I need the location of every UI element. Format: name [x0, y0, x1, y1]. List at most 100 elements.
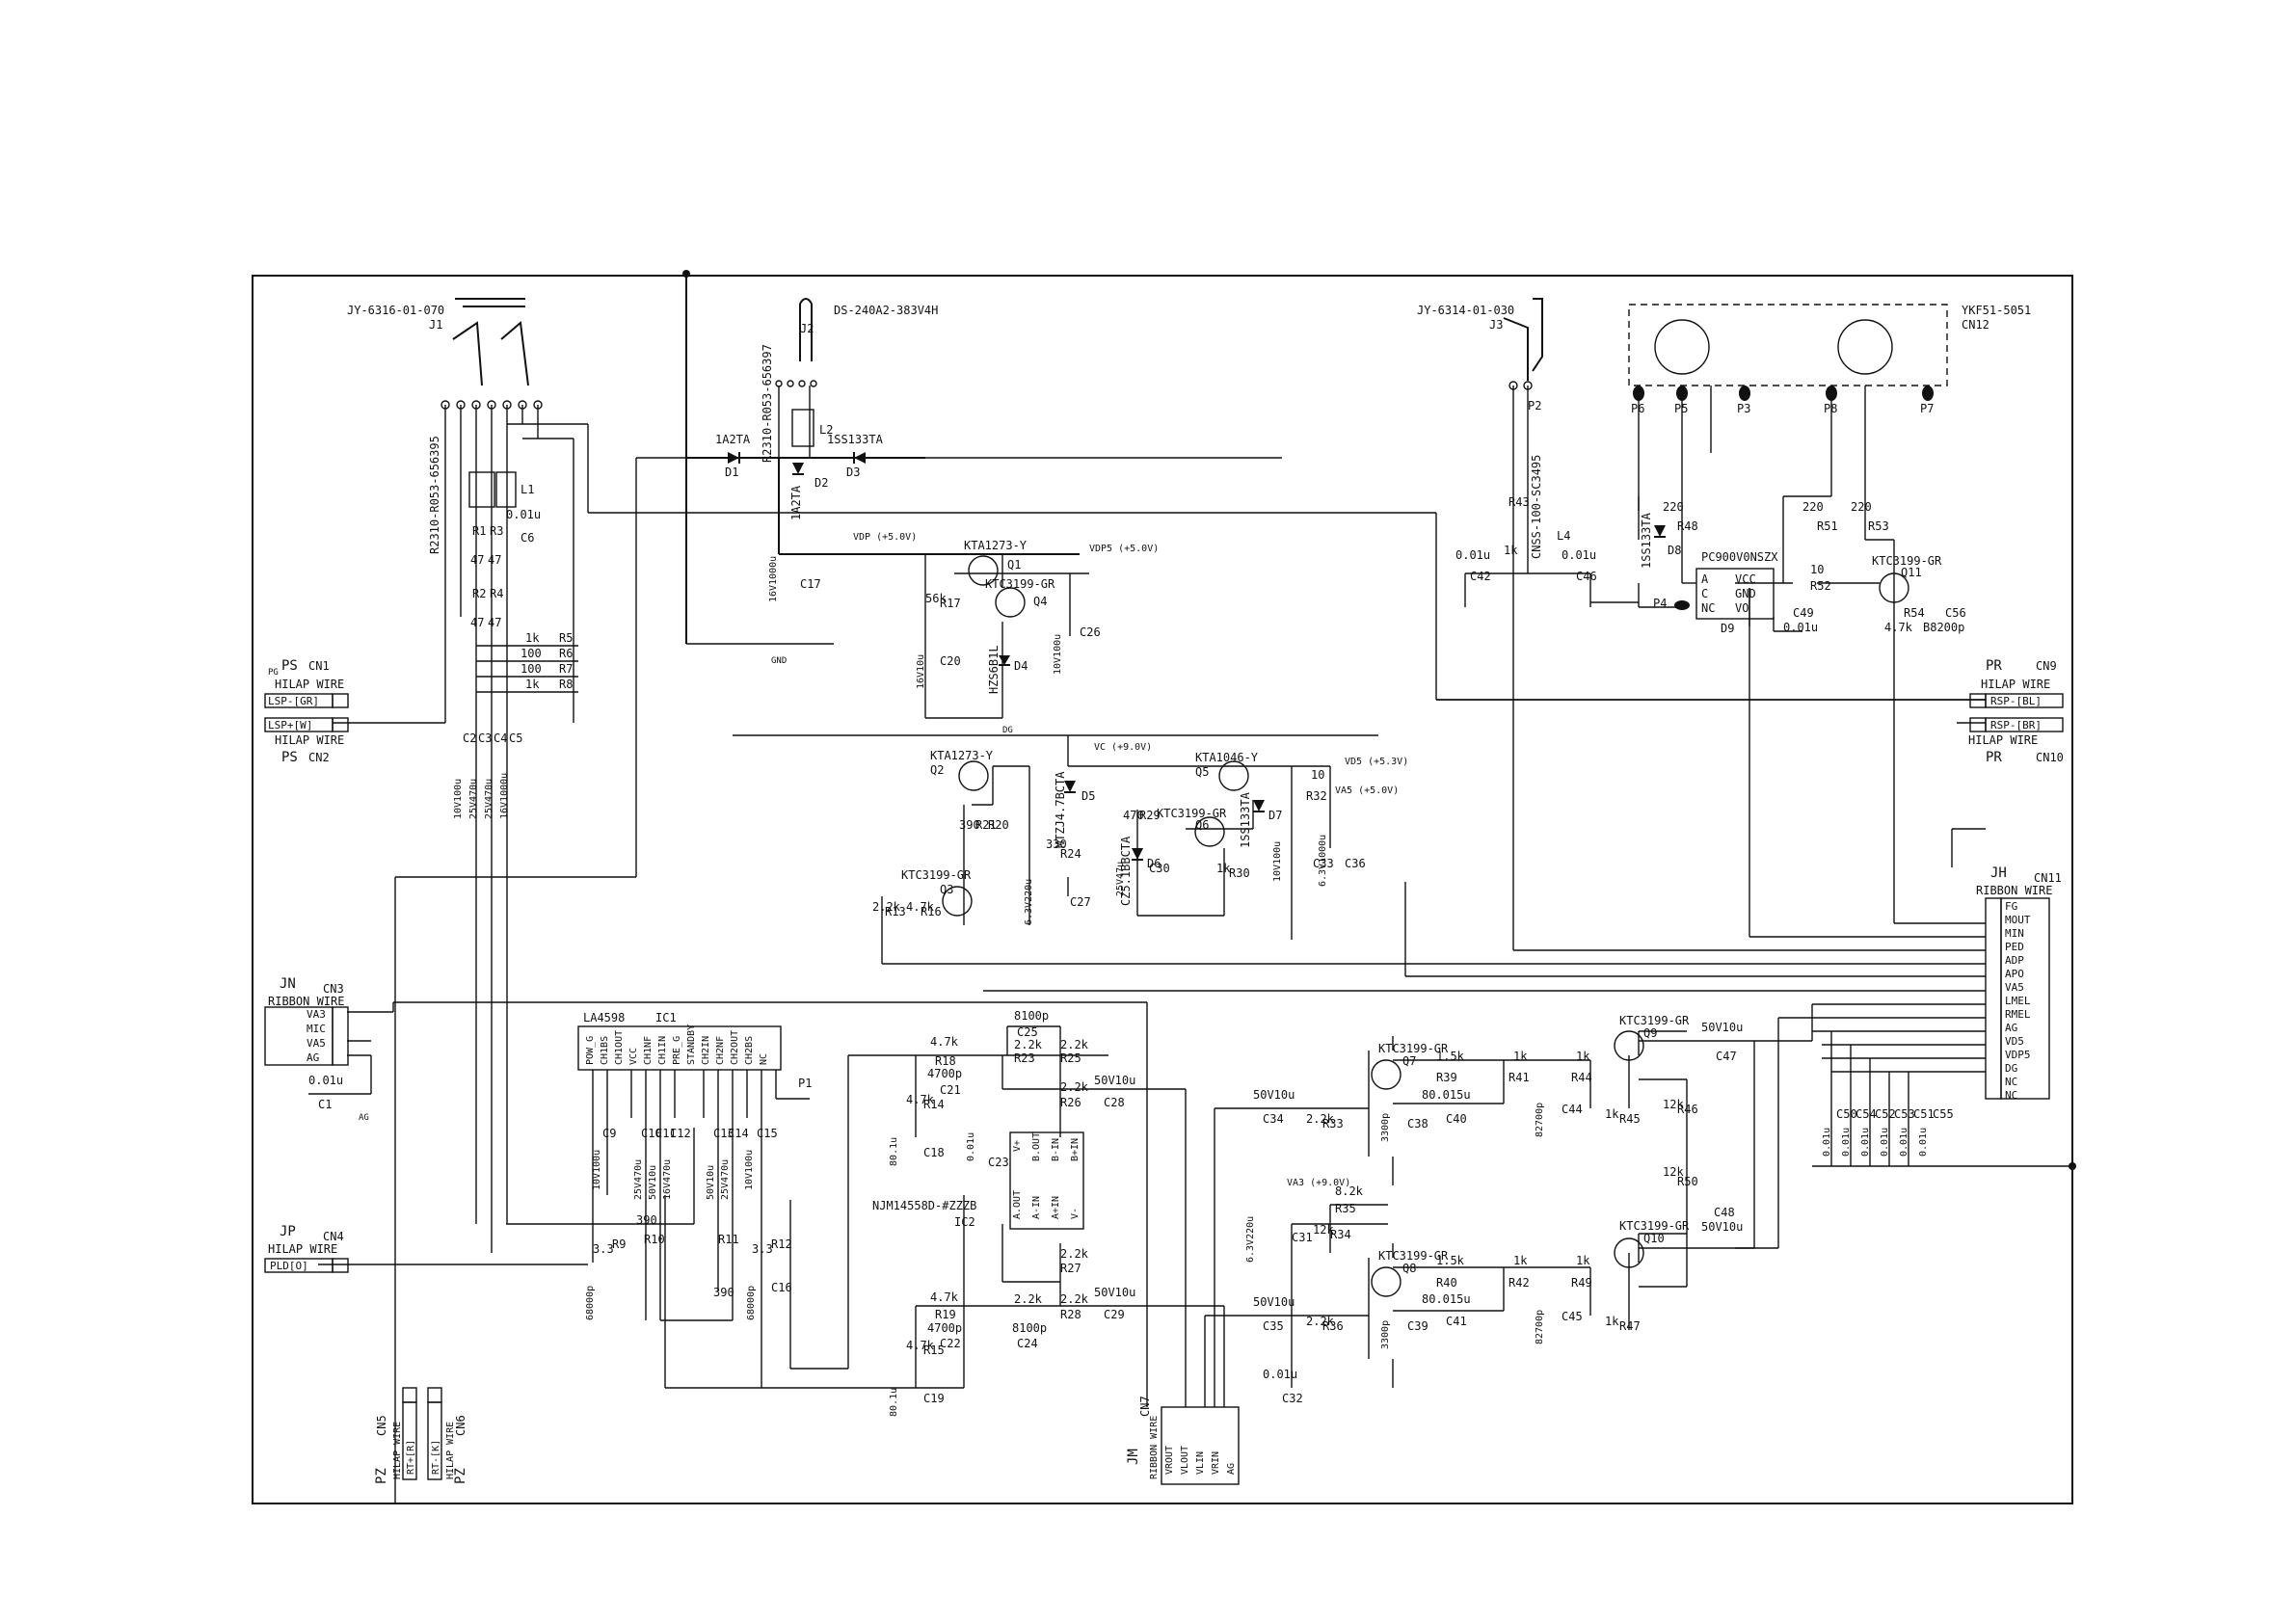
c39-val: 3300p: [1380, 1320, 1391, 1349]
c31-val: 6.3V220u: [1245, 1216, 1256, 1263]
r30-val: 1k: [1216, 862, 1231, 875]
c6: C6: [521, 531, 534, 545]
r9: R9: [612, 1237, 626, 1251]
d9-pin-a: A: [1701, 572, 1709, 586]
r40: R40: [1436, 1276, 1457, 1290]
ic2-part: NJM14558D-#ZZZB: [872, 1199, 976, 1212]
c40-val: 80.015u: [1422, 1088, 1471, 1102]
ground-dg: DG: [1002, 726, 1013, 735]
ground-pg: PG: [268, 668, 279, 678]
c3-val: 25V470u: [468, 779, 479, 819]
cn6-wire: HILAP WIRE: [445, 1422, 456, 1479]
r50-val: 12k: [1663, 1165, 1684, 1179]
r43: R43: [1508, 495, 1530, 509]
r53: R53: [1868, 519, 1889, 533]
cn4-ref: CN4: [323, 1230, 344, 1243]
c26-val: 10V100u: [1053, 634, 1063, 675]
q1-ref: Q1: [1007, 558, 1021, 572]
cn11-pin-13: DG: [2005, 1062, 2017, 1075]
r41: R41: [1508, 1071, 1530, 1084]
c31: C31: [1292, 1231, 1313, 1244]
c3: C3: [478, 732, 492, 745]
c35: C35: [1263, 1319, 1284, 1333]
cn9-group: PR: [1986, 658, 2002, 674]
c20: C20: [940, 654, 961, 668]
ic1-pin-vcc: VCC: [628, 1048, 639, 1065]
r8-val: 1k: [525, 678, 540, 691]
cn12-part: YKF51-5051: [1962, 304, 2031, 317]
r48-val: 220: [1663, 500, 1684, 514]
d5-part: MTZJ4.7BCTA: [1054, 771, 1067, 848]
q5-part: KTA1046-Y: [1195, 751, 1259, 764]
q1-part: KTA1273-Y: [964, 539, 1028, 552]
c41: C41: [1446, 1315, 1467, 1328]
r46: R46: [1677, 1103, 1698, 1116]
c50: C50: [1836, 1107, 1857, 1121]
r21-val: 390: [959, 818, 980, 832]
c9b-val: 68000p: [585, 1286, 596, 1320]
c1: C1: [318, 1098, 332, 1111]
c22-val: 4700p: [927, 1321, 962, 1335]
ic1-pin-ch1bs: CH1BS: [600, 1036, 610, 1065]
r48: R48: [1677, 519, 1698, 533]
cn11-pin-9: RMEL: [2005, 1008, 2031, 1021]
c34: C34: [1263, 1112, 1284, 1126]
c48: C48: [1714, 1206, 1735, 1219]
cn11-pin-12: VDP5: [2005, 1049, 2031, 1061]
cn11-pin-8: LMEL: [2005, 995, 2031, 1007]
cn3-group: JN: [280, 976, 296, 992]
q4-ref: Q4: [1033, 595, 1047, 608]
ic1-pin-ch1nf: CH1NF: [643, 1036, 654, 1065]
r53-val: 220: [1851, 500, 1872, 514]
cn5-pin: RT+[R]: [406, 1440, 416, 1475]
c28-val: 50V10u: [1094, 1074, 1135, 1087]
d9-part: PC900V0NSZX: [1701, 550, 1778, 564]
d8-part: 1SS133TA: [1640, 512, 1653, 569]
c23: C23: [988, 1156, 1009, 1169]
cn1-wire: HILAP WIRE: [275, 678, 344, 691]
l4-ref: L4: [1557, 529, 1570, 543]
c12: C12: [670, 1127, 691, 1140]
c24-val: 8100p: [1012, 1321, 1047, 1335]
l2-part: R2310-R053-656397: [761, 344, 774, 463]
r30: R30: [1229, 866, 1250, 880]
j2-part: DS-240A2-383V4H: [834, 304, 938, 317]
c45-val: 82700p: [1535, 1310, 1545, 1344]
d9-ref: D9: [1721, 622, 1734, 635]
ic2-pin-vplus: V+: [1012, 1140, 1023, 1152]
ground-ag: AG: [359, 1113, 369, 1123]
c9-val: 10V100u: [592, 1150, 602, 1190]
ic1-pin-standby: STANDBY: [686, 1024, 697, 1065]
c52: C52: [1875, 1107, 1896, 1121]
r20-val: 2.2k: [1014, 1292, 1043, 1306]
r50: R50: [1677, 1175, 1698, 1188]
c19-val: 80.1u: [889, 1388, 899, 1417]
r2: R2: [472, 587, 486, 600]
cn9-ref: CN9: [2036, 659, 2057, 673]
j2-ref: J2: [800, 322, 814, 335]
r45: R45: [1619, 1112, 1641, 1126]
d3-part: 1SS133TA: [827, 433, 884, 446]
q10-part: KTC3199-GR: [1619, 1219, 1690, 1233]
r27: R27: [1060, 1262, 1081, 1275]
cn11-pin-1: FG: [2005, 900, 2017, 913]
ic2-pin-bout: B.OUT: [1031, 1132, 1042, 1161]
r6: R6: [559, 647, 573, 660]
cn6-ref: CN6: [454, 1415, 467, 1436]
ic1-pin-ch2nf: CH2NF: [715, 1036, 726, 1065]
net-va3: VA3 (+9.0V): [1287, 1178, 1350, 1188]
q8-ref: Q8: [1402, 1262, 1416, 1275]
d1-ref: D1: [725, 466, 738, 479]
c14: C14: [728, 1127, 749, 1140]
c10-val: 25V470u: [633, 1159, 644, 1200]
cn2-group: PS: [281, 750, 298, 765]
c11-val: 50V10u: [648, 1165, 658, 1200]
r25-val: 2.2k: [1060, 1038, 1089, 1051]
c12-val: 16V470u: [662, 1159, 673, 1200]
c16-val: 68000p: [746, 1286, 757, 1320]
c44: C44: [1562, 1103, 1583, 1116]
ic1-pin-pre-g: PRE_G: [672, 1036, 682, 1065]
q4-part: KTC3199-GR: [985, 577, 1055, 591]
ic1-pin-pow-g: POW_G: [585, 1036, 596, 1065]
q2-part: KTA1273-Y: [930, 749, 994, 762]
